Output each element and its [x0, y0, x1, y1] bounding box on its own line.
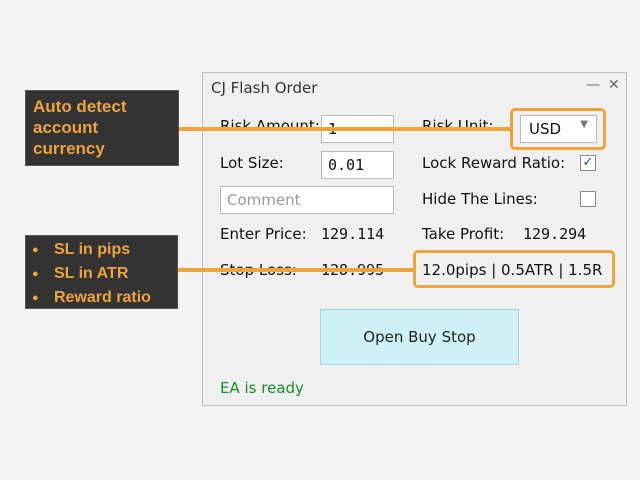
chevron-down-icon: ▼: [580, 119, 588, 130]
take-profit-value: 129.294: [523, 225, 587, 243]
window-title: CJ Flash Order: [211, 79, 318, 97]
currency-connector-line: [178, 127, 512, 131]
check-icon: ✓: [582, 155, 594, 170]
risk-unit-label: Risk Unit:: [422, 117, 494, 135]
enter-price-label: Enter Price:: [220, 225, 307, 243]
sl-callout-item: SL in ATR: [26, 262, 177, 286]
lot-size-input[interactable]: [321, 151, 394, 179]
status-text: EA is ready: [220, 379, 304, 397]
lot-size-label: Lot Size:: [220, 154, 284, 172]
currency-callout: Auto detect account currency: [25, 90, 179, 166]
stop-loss-summary: 12.0pips | 0.5ATR | 1.5R: [422, 261, 603, 279]
risk-unit-value: USD: [529, 120, 562, 138]
enter-price-value: 129.114: [321, 225, 385, 243]
hide-lines-checkbox[interactable]: [580, 191, 596, 207]
sl-connector-line: [178, 268, 415, 272]
close-button[interactable]: ✕: [608, 77, 620, 93]
currency-callout-line-1: Auto detect: [33, 97, 127, 116]
risk-unit-highlight: [510, 108, 606, 150]
risk-amount-label: Risk Amount:: [220, 117, 320, 135]
risk-unit-select[interactable]: USD ▼: [520, 115, 597, 143]
currency-callout-line-3: currency: [33, 139, 105, 158]
minimize-button[interactable]: —: [586, 77, 600, 93]
sl-callout: SL in pips SL in ATR Reward ratio: [25, 235, 178, 310]
sl-callout-item: Reward ratio: [26, 286, 177, 310]
sl-callout-item: SL in pips: [26, 238, 177, 262]
take-profit-label: Take Profit:: [422, 225, 505, 243]
lock-reward-ratio-label: Lock Reward Ratio:: [422, 154, 566, 172]
currency-callout-line-2: account: [33, 118, 99, 137]
lock-reward-ratio-checkbox[interactable]: ✓: [580, 155, 596, 171]
comment-input[interactable]: [220, 186, 394, 214]
open-buy-stop-button[interactable]: Open Buy Stop: [320, 309, 519, 365]
sl-summary-highlight: [413, 250, 615, 288]
hide-lines-label: Hide The Lines:: [422, 190, 538, 208]
